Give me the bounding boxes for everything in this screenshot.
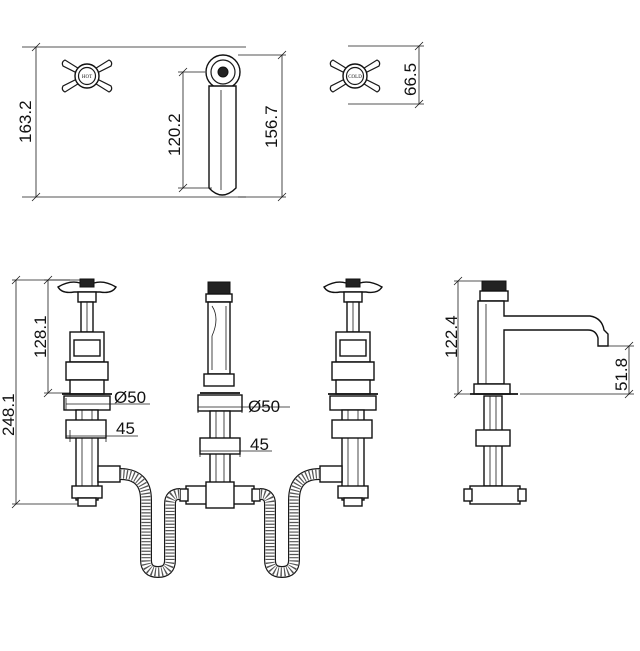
hot-label: HOT [82, 75, 92, 80]
bottom-view: 248.1 128.1 [0, 275, 634, 579]
dim-248-1: 248.1 [0, 393, 18, 436]
hot-handle-front: HOT [61, 59, 113, 93]
spout-front [205, 54, 241, 196]
flexible-hoses [97, 465, 343, 579]
dim-diameter-center: Ø50 [248, 397, 280, 416]
dim-156-7: 156.7 [262, 105, 281, 148]
dim-66-5: 66.5 [401, 63, 420, 96]
dim-depth-left: 45 [116, 419, 135, 438]
dim-depth-center: 45 [250, 435, 269, 454]
spout-side-profile [463, 280, 609, 505]
dim-163-2: 163.2 [16, 100, 35, 143]
dim-128-1: 128.1 [31, 315, 50, 358]
dim-diameter-left: Ø50 [114, 388, 146, 407]
dim-122-4: 122.4 [442, 315, 461, 358]
cold-label: COLD [348, 75, 362, 80]
dim-51-8: 51.8 [612, 358, 631, 391]
hot-valve-assembly [57, 278, 117, 507]
cold-valve-assembly [323, 278, 383, 507]
top-view: 163.2 HOT 120.2 [16, 41, 424, 202]
spout-assembly [179, 281, 261, 509]
cold-handle-front: COLD [329, 59, 381, 93]
dim-120-2: 120.2 [165, 113, 184, 156]
